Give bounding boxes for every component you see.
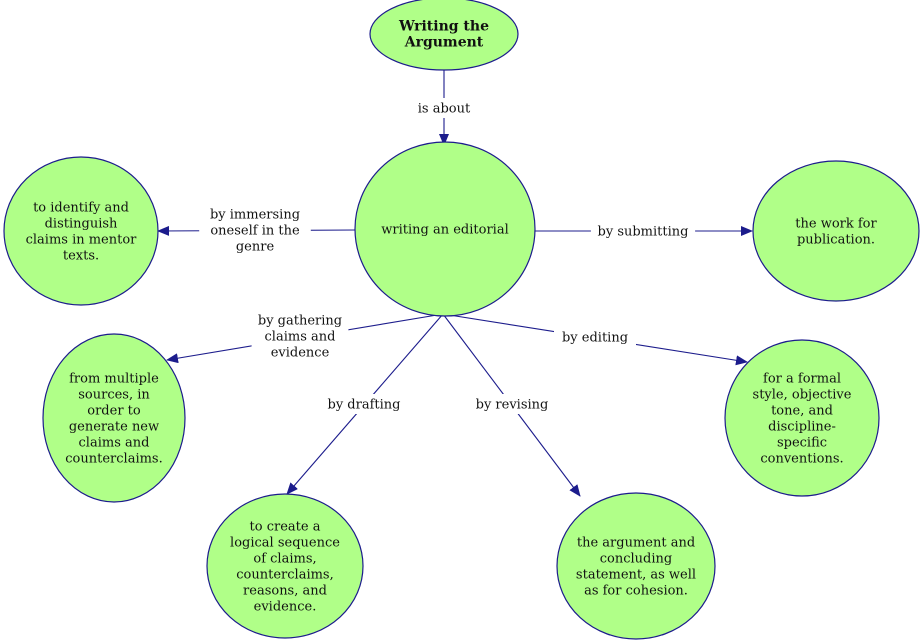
edge-label-line: claims and <box>265 330 336 345</box>
node-text-line: style, objective <box>753 388 852 403</box>
node-ellipse <box>206 493 364 639</box>
node-ellipse <box>369 0 519 71</box>
node-text-line: order to <box>87 404 141 419</box>
node-ellipse <box>3 156 159 306</box>
edge-label: by editing <box>554 327 636 347</box>
node-text-line: claims and <box>79 436 150 451</box>
edge-label-line: by gathering <box>258 314 342 329</box>
node-text-line: counterclaims. <box>65 452 162 467</box>
edge-label: by revising <box>467 394 557 414</box>
node-text-line: statement, as well <box>576 568 696 583</box>
node-text-line: for a formal <box>763 372 841 387</box>
edge-label-line: genre <box>236 240 275 255</box>
node-text-line: specific <box>777 436 827 451</box>
node-ellipse <box>724 339 880 497</box>
edge-label-line: by drafting <box>328 398 401 413</box>
node-text-line: the argument and <box>577 536 695 551</box>
node-text-line: to create a <box>250 520 321 535</box>
node-text-line: writing an editorial <box>381 223 508 238</box>
node-text-line: reasons, and <box>243 584 327 599</box>
node-ellipse <box>42 333 186 503</box>
edge-label-line: is about <box>418 102 471 117</box>
node-text-line: concluding <box>600 552 672 567</box>
node-ellipse <box>556 492 716 640</box>
edge-label-line: by immersing <box>210 208 300 223</box>
edge-label-background <box>590 221 696 241</box>
node-ellipse <box>354 141 536 317</box>
node-text-line: publication. <box>797 233 875 248</box>
node-text-line: to identify and <box>33 201 129 216</box>
edge-label-background <box>410 98 478 118</box>
node-text-line: from multiple <box>69 372 159 387</box>
node-ellipse <box>752 160 920 302</box>
node-text-line: texts. <box>63 249 99 264</box>
edge-label: by drafting <box>319 394 409 414</box>
edge-label-line: oneself in the <box>210 224 300 239</box>
node-text-line: sources, in <box>78 388 150 403</box>
edge-label-line: by editing <box>562 331 628 346</box>
node-text-line: conventions. <box>760 452 843 467</box>
edge-label-background <box>554 327 636 347</box>
node-text-line: generate new <box>69 420 159 435</box>
node-text-line: distinguish <box>45 217 118 232</box>
edge-label-line: by submitting <box>598 225 689 240</box>
node-text-line: claims in mentor <box>26 233 138 248</box>
node-text-line: the work for <box>795 217 877 232</box>
node-text-line: evidence. <box>254 600 317 615</box>
node-text-line: as for cohesion. <box>584 584 688 599</box>
node-center[interactable]: writing an editorial <box>354 141 536 317</box>
node-text-line: of claims, <box>253 552 316 567</box>
node-text-line: Argument <box>404 35 484 51</box>
node-text-line: Writing the <box>398 19 489 35</box>
edge-label-background <box>251 310 349 362</box>
node-text-line: logical sequence <box>230 536 340 551</box>
edge-label-background <box>199 204 311 256</box>
edge-label-background <box>467 394 557 414</box>
edge-label-line: by revising <box>476 398 549 413</box>
node-text-line: discipline- <box>768 420 836 435</box>
node-text-line: counterclaims, <box>236 568 333 583</box>
edge-label-background <box>319 394 409 414</box>
edge-label: by submitting <box>590 221 696 241</box>
edge-label-line: evidence <box>271 346 330 361</box>
node-text-line: tone, and <box>771 404 833 419</box>
edge-label: is about <box>410 98 478 118</box>
